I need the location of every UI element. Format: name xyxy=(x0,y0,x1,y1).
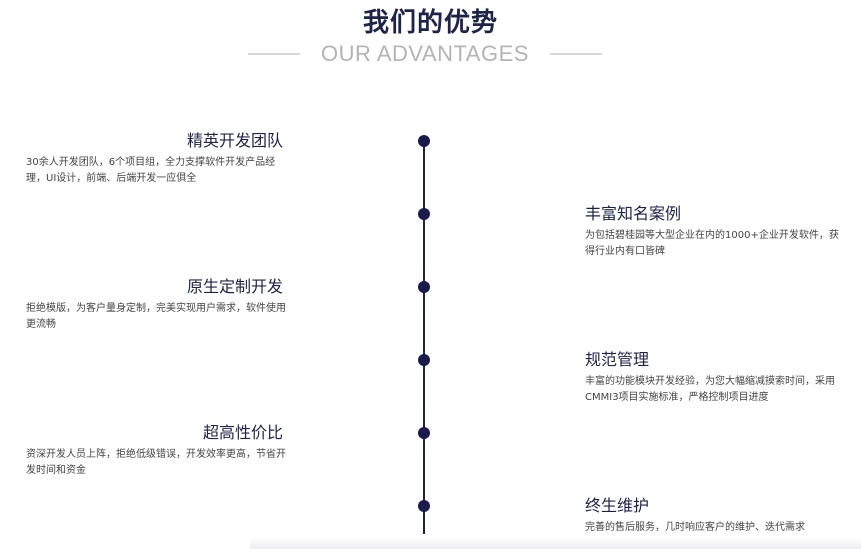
advantage-description: 拒绝模版，为客户量身定制，完美实现用户需求，软件使用更流畅 xyxy=(26,303,286,330)
advantage-item-custom-dev: 原生定制开发 拒绝模版，为客户量身定制，完美实现用户需求，软件使用更流畅 xyxy=(26,277,286,333)
timeline-dot xyxy=(418,354,430,366)
advantage-description: 丰富的功能模块开发经验，为您大幅缩减摸索时间，采用CMMI3项目实施标准，严格控… xyxy=(585,376,835,403)
advantage-title: 丰富知名案例 xyxy=(585,204,682,223)
timeline-dot xyxy=(418,427,430,439)
advantage-item-management: 规范管理 丰富的功能模块开发经验，为您大幅缩减摸索时间，采用CMMI3项目实施标… xyxy=(585,350,841,406)
subtitle-divider-right xyxy=(550,53,602,55)
advantage-item-value: 超高性价比 资深开发人员上阵，拒绝低级错误，开发效率更高，节省开发时间和资金 xyxy=(26,423,286,479)
advantage-item-elite-team: 精英开发团队 30余人开发团队，6个项目组，全力支撑软件开发产品经理，UI设计，… xyxy=(26,131,286,187)
timeline-dot xyxy=(418,208,430,220)
advantage-description: 资深开发人员上阵，拒绝低级错误，开发效率更高，节省开发时间和资金 xyxy=(26,449,286,476)
advantage-title: 终生维护 xyxy=(585,496,650,515)
advantage-item-cases: 丰富知名案例 为包括碧桂园等大型企业在内的1000+企业开发软件，获得行业内有口… xyxy=(585,204,841,260)
advantage-description: 为包括碧桂园等大型企业在内的1000+企业开发软件，获得行业内有口皆碑 xyxy=(585,230,839,257)
timeline-line xyxy=(423,140,425,534)
subtitle-row: OUR ADVANTAGES xyxy=(0,40,861,68)
advantage-description: 完善的售后服务，几时响应客户的维护、迭代需求 xyxy=(585,522,805,533)
advantage-item-maintenance: 终生维护 完善的售后服务，几时响应客户的维护、迭代需求 xyxy=(585,496,841,536)
timeline-dot xyxy=(418,281,430,293)
advantage-title: 原生定制开发 xyxy=(186,277,283,296)
subtitle-divider-left xyxy=(248,53,300,55)
bottom-shadow xyxy=(250,538,861,549)
advantage-title: 精英开发团队 xyxy=(186,131,283,150)
timeline-dot xyxy=(418,500,430,512)
advantage-description: 30余人开发团队，6个项目组，全力支撑软件开发产品经理，UI设计，前端、后端开发… xyxy=(26,157,276,184)
advantage-title: 超高性价比 xyxy=(202,423,283,442)
timeline-dot xyxy=(418,135,430,147)
section-subtitle: OUR ADVANTAGES xyxy=(321,41,529,66)
advantage-title: 规范管理 xyxy=(585,350,650,369)
section-title: 我们的优势 xyxy=(362,8,498,38)
